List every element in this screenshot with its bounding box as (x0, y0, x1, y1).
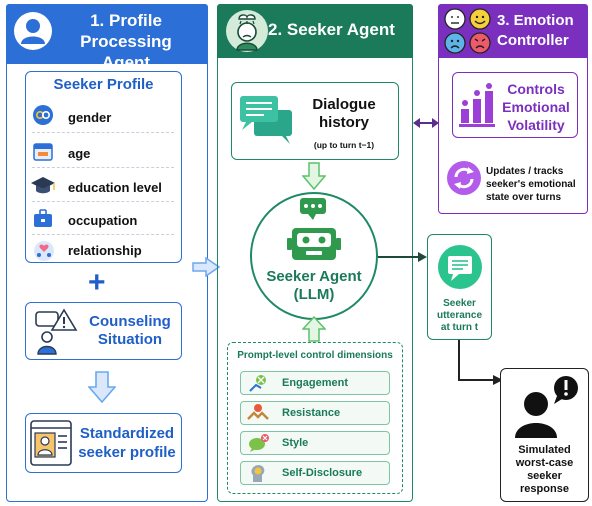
briefcase-icon (32, 207, 54, 229)
dimension-self-disclosure (240, 461, 390, 485)
counseling-person-warning-icon (34, 308, 78, 356)
robot-icon (286, 196, 342, 266)
dialogue-history-title: Dialogue history (312, 96, 376, 131)
down-arrow-icon (87, 371, 117, 404)
calendar-icon (32, 140, 54, 162)
profile-card-icon (30, 420, 72, 466)
right-arrow-icon (192, 256, 221, 278)
seeker-utterance-line1: Seeker (443, 298, 476, 309)
divider (32, 201, 174, 202)
emotional-volatility-label: Controls Emotional Volatility (502, 81, 570, 133)
dimension-engagement (240, 371, 390, 395)
emotional-state-update-label: Updates / tracks seeker's emotional stat… (486, 166, 576, 203)
seeker-agent-label-line2: (LLM) (293, 286, 335, 303)
dimension-resistance-label: Resistance (282, 407, 341, 419)
dimension-resistance (240, 401, 390, 425)
divider (32, 167, 174, 168)
dimension-self-disclosure-label: Self-Disclosure (282, 467, 363, 479)
agent-to-utterance-arrow (378, 250, 428, 264)
emotion-faces-icon (442, 7, 494, 55)
utterance-to-response-arrow (455, 340, 505, 388)
dimension-engagement-label: Engagement (282, 377, 349, 389)
seeker-utterance-line3: at turn t (440, 322, 479, 333)
seeker-profile-title: Seeker Profile (53, 76, 154, 93)
simulated-response-line4: response (520, 483, 569, 495)
counseling-situation-label: Counseling Situation (89, 313, 171, 348)
simulated-response-line2: worst-case (515, 457, 574, 469)
message-bubble-icon (437, 244, 483, 294)
seeker-utterance-line2: utterance (436, 310, 482, 321)
speech-style-icon (248, 433, 270, 453)
gender-icon (32, 104, 54, 126)
distressed-person-icon (226, 10, 268, 52)
bidirectional-arrow-icon (412, 116, 440, 130)
heart-people-icon (32, 238, 56, 262)
emotion-controller-title: 3. Emotion Controller (497, 12, 574, 49)
dimension-style (240, 431, 390, 455)
seeker-agent-label: Seeker Agent (LLM) (250, 268, 378, 304)
bar-levels-icon (458, 83, 496, 129)
up-arrow-icon (301, 315, 327, 342)
user-avatar-icon (14, 12, 52, 50)
divider (32, 234, 174, 235)
dialogue-history-subtitle: (up to turn t−1) (313, 140, 375, 150)
resistance-icon (246, 403, 270, 423)
standardized-profile-label: Standardized seeker profile (78, 425, 176, 461)
refresh-icon (446, 160, 482, 196)
attribute-gender: gender (68, 110, 112, 125)
attribute-age: age (68, 146, 91, 161)
simulated-response-line1: Simulated (518, 444, 571, 456)
simulated-response-line3: seeker (527, 470, 562, 482)
divider (32, 132, 174, 133)
seeker-agent-title: 2. Seeker Agent (268, 20, 395, 39)
attribute-relationship: relationship (68, 243, 142, 258)
plus-symbol: + (88, 266, 106, 299)
chat-bubbles-icon (238, 92, 294, 148)
attribute-occupation: occupation (68, 213, 138, 228)
simulated-response-label: Simulated worst-case seeker response (500, 444, 589, 496)
seeker-utterance-label: Seeker utterance at turn t (427, 298, 492, 334)
dimension-style-label: Style (282, 437, 309, 449)
graduation-cap-icon (30, 174, 56, 196)
engagement-icon (248, 374, 268, 392)
attribute-education-level: education level (68, 180, 162, 195)
seeker-agent-label-line1: Seeker Agent (266, 268, 362, 285)
down-arrow-icon (301, 162, 327, 191)
person-alert-icon (512, 374, 580, 440)
self-disclosure-icon (248, 463, 270, 483)
control-dimensions-title: Prompt-level control dimensions (237, 350, 393, 361)
profile-processing-title: 1. Profile Processing Agent (80, 11, 172, 72)
